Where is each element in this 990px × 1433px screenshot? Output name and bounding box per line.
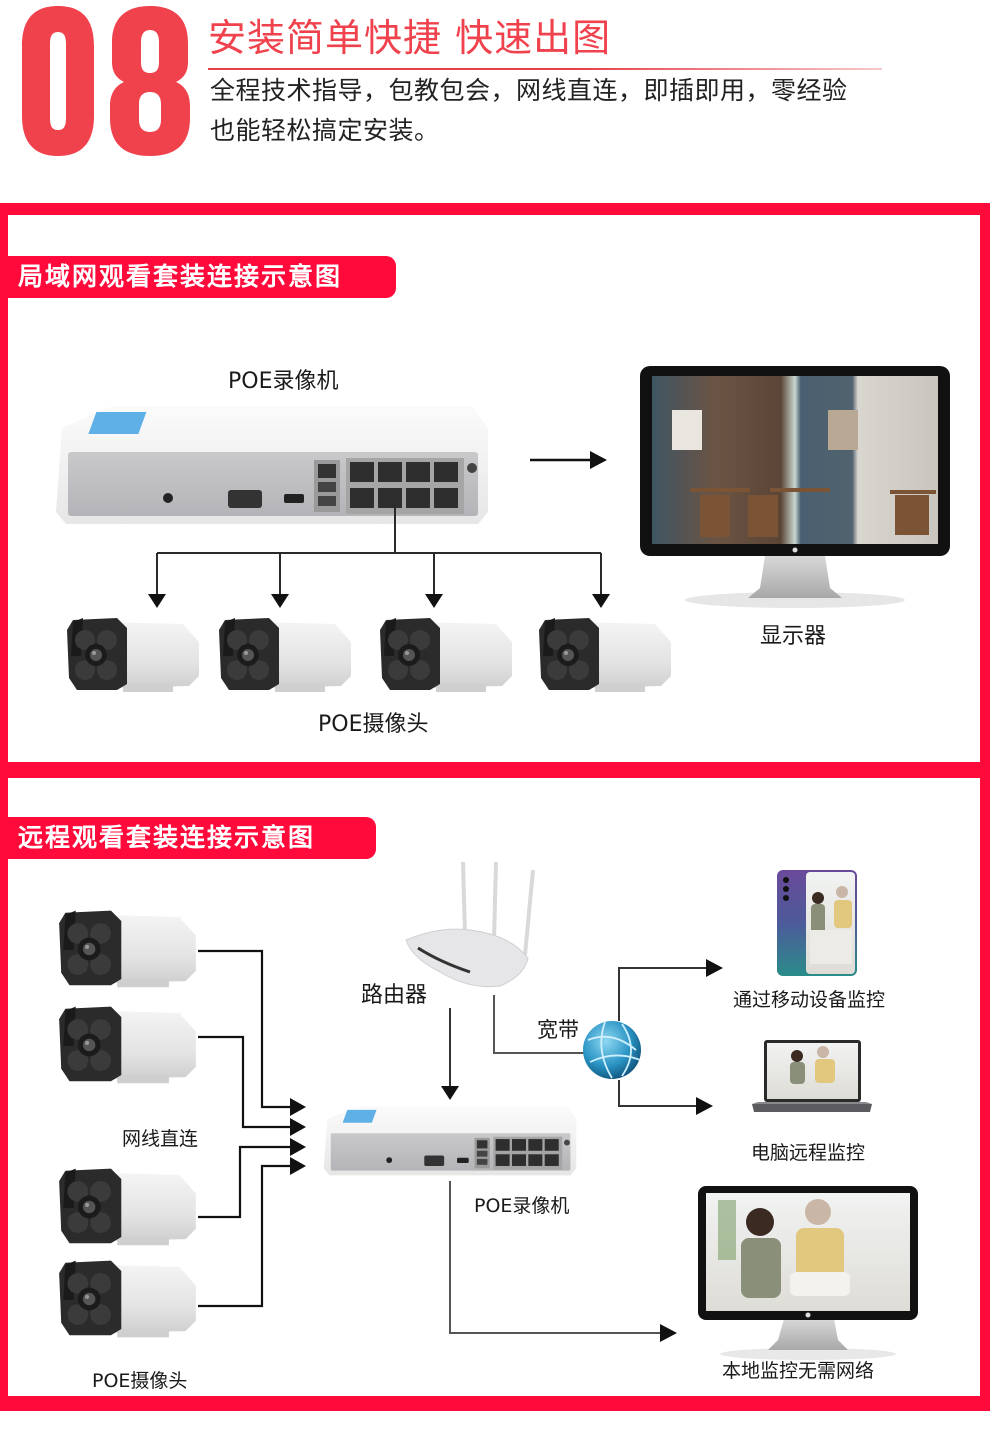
arrow-right-icon	[290, 1157, 306, 1175]
lan-cable-tree	[156, 505, 602, 596]
arrow-right-icon	[290, 1138, 306, 1156]
mobile-monitor-label: 通过移动设备监控	[733, 989, 886, 1011]
frame-top-border	[0, 203, 990, 215]
title-underline	[208, 68, 882, 70]
remote-nvr-label: POE录像机	[474, 1195, 570, 1217]
remote-camera-1	[59, 910, 196, 988]
frame-divider	[0, 762, 990, 778]
remote-section-tag: 远程观看套装连接示意图	[6, 817, 376, 859]
lan-camera-1	[67, 618, 199, 692]
lan-camera-2	[219, 618, 351, 692]
page-title: 安装简单快捷 快速出图	[208, 16, 612, 60]
pc-monitor-label: 电脑远程监控	[751, 1142, 866, 1164]
lan-section-tag: 局域网观看套装连接示意图	[6, 256, 396, 298]
mobile-phone-device	[777, 870, 857, 976]
arrow-down-icon	[425, 594, 443, 608]
subtitle-line-2: 也能轻松搞定安装。	[210, 116, 440, 145]
arrow-down-icon	[148, 594, 166, 608]
lan-monitor-label: 显示器	[760, 624, 827, 649]
arrow-right-icon	[660, 1324, 677, 1342]
frame-left-border	[0, 203, 8, 1411]
lan-camera-label: POE摄像头	[318, 712, 429, 737]
broadband-label: 宽带	[537, 1018, 579, 1042]
laptop-device	[752, 1040, 872, 1112]
broadband-globe-icon	[583, 1021, 641, 1079]
lan-monitor	[640, 366, 950, 608]
arrow-right-icon	[290, 1118, 306, 1136]
local-monitor-label: 本地监控无需网络	[722, 1360, 875, 1382]
router-device	[405, 861, 535, 988]
lan-camera-3	[380, 618, 512, 692]
lan-down-arrows	[148, 594, 610, 608]
remote-cable-lines	[198, 949, 292, 1308]
local-monitor	[698, 1186, 918, 1360]
cable-direct-label: 网线直连	[122, 1128, 199, 1150]
remote-camera-3	[59, 1168, 196, 1246]
subtitle-line-1: 全程技术指导，包教包会，网线直连，即插即用，零经验	[210, 76, 848, 105]
arrow-right-icon	[290, 1098, 306, 1116]
arrow-down-icon	[271, 594, 289, 608]
arrow-right-icon	[706, 959, 723, 977]
router-label: 路由器	[361, 983, 428, 1008]
section-number	[22, 6, 190, 156]
arrow-down-icon	[441, 1086, 459, 1100]
remote-camera-label: POE摄像头	[92, 1370, 188, 1392]
remote-camera-4	[59, 1260, 196, 1338]
remote-arrows	[290, 1098, 306, 1175]
frame-bottom-border	[0, 1396, 990, 1411]
frame-right-border	[980, 203, 990, 1411]
arrow-down-icon	[592, 594, 610, 608]
arrow-right-icon	[696, 1097, 713, 1115]
arrow-right-icon	[590, 451, 607, 469]
lan-nvr-device	[56, 406, 488, 524]
remote-camera-2	[59, 1006, 196, 1084]
lan-nvr-label: POE录像机	[228, 369, 339, 394]
lan-camera-4	[539, 618, 671, 692]
remote-nvr-device	[323, 1106, 577, 1176]
